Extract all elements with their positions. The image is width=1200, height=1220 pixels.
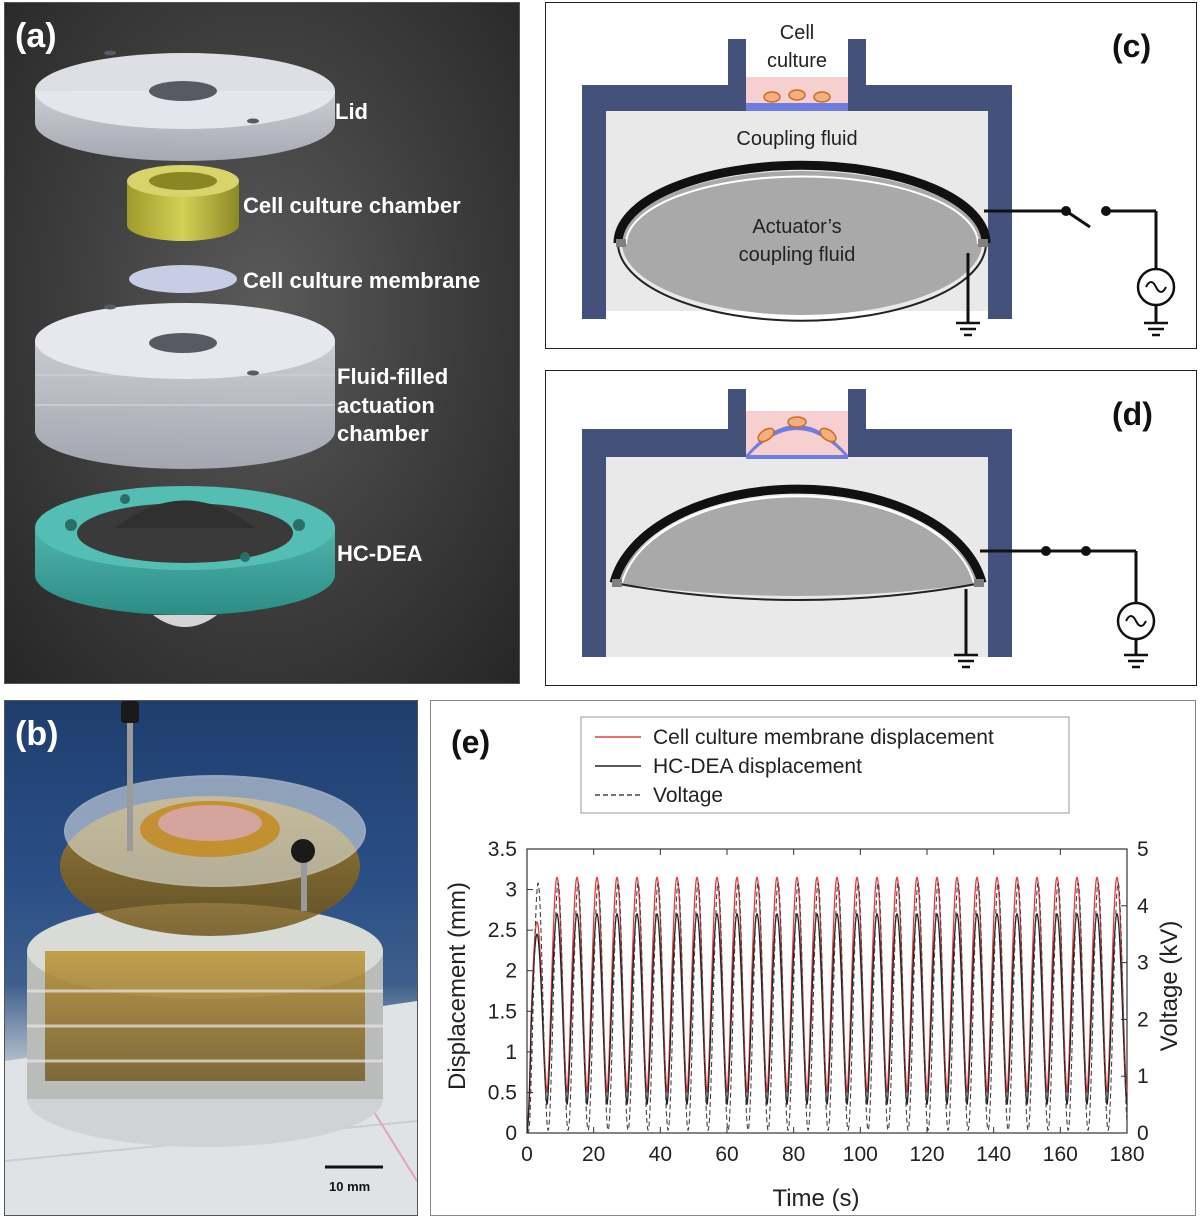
schematic-voltage-off: Cell culture Coupling fluid Actuator’s c… (582, 22, 1176, 337)
component-label-hc-dea: HC-DEA (337, 541, 423, 566)
cell-culture-label-1: Cell (780, 22, 814, 44)
y-tick-label: 3.5 (488, 838, 517, 861)
x-tick-label: 60 (715, 1143, 738, 1166)
y-tick-label: 0.5 (488, 1081, 517, 1104)
legend-entry: HC-DEA displacement (653, 755, 862, 778)
component-label-actuation-3: chamber (337, 421, 429, 446)
frame-right-d (848, 389, 1012, 657)
device-photo: 10 mm (b) (5, 701, 417, 1215)
cells-flat (763, 89, 831, 103)
x-tick-label: 120 (909, 1143, 944, 1166)
frame-right (848, 39, 1012, 319)
component-label-chamber: Cell culture chamber (243, 193, 461, 218)
y2-tick-label: 2 (1137, 1008, 1149, 1031)
ground-icon-right (1144, 321, 1168, 337)
hc-dea-part (35, 486, 335, 627)
x-tick-label: 40 (649, 1143, 672, 1166)
coupling-fluid-label: Coupling fluid (736, 128, 857, 150)
actuator-fluid-label-1: Actuator’s (752, 216, 841, 238)
panel-a-label: (a) (15, 17, 57, 55)
cell-culture-membrane-part (129, 265, 237, 293)
panel-d-label: (d) (1112, 396, 1153, 432)
y-tick-label: 1 (505, 1041, 517, 1064)
x-tick-label: 0 (521, 1143, 533, 1166)
membrane-flat (746, 103, 848, 111)
x-tick-label: 20 (582, 1143, 605, 1166)
panel-d-schematic-on: (d) (545, 370, 1197, 686)
y-tick-label: 0 (505, 1122, 517, 1145)
scale-bar-label: 10 mm (329, 1179, 370, 1194)
component-label-actuation-1: Fluid-filled (337, 364, 448, 389)
component-label-membrane: Cell culture membrane (243, 268, 480, 293)
y2-tick-label: 3 (1137, 952, 1149, 975)
y2-tick-label: 4 (1137, 895, 1149, 918)
y2-axis-title: Voltage (kV) (1156, 921, 1183, 1052)
cell-culture-chamber-part (127, 165, 239, 241)
schematic-voltage-on: (d) (582, 389, 1156, 669)
y-tick-label: 3 (505, 879, 517, 902)
y2-tick-label: 0 (1137, 1122, 1149, 1145)
panel-a-exploded-view: (a) Lid Cell culture chamber Cell cultur… (4, 2, 520, 684)
cell-culture-label-2: culture (767, 50, 827, 72)
x-tick-label: 180 (1109, 1143, 1144, 1166)
series-line-1 (526, 876, 1128, 1134)
chart-legend: Cell culture membrane displacementHC-DEA… (580, 716, 1070, 814)
x-tick-label: 140 (976, 1143, 1011, 1166)
component-label-lid: Lid (335, 99, 368, 124)
x-tick-label: 160 (1043, 1143, 1078, 1166)
component-label-actuation-2: actuation (337, 393, 435, 418)
frame-left (582, 39, 746, 319)
chart-series-group (526, 876, 1128, 1134)
ground-icon-left-d (954, 653, 978, 669)
plot-frame (526, 848, 1128, 1134)
y-tick-label: 2 (505, 960, 517, 983)
actuator-fluid (622, 171, 982, 315)
ground-icon-left (956, 321, 980, 337)
ground-icon-right-d (1124, 653, 1148, 669)
y-axis-title: Displacement (mm) (444, 882, 471, 1090)
y2-tick-label: 5 (1137, 838, 1149, 861)
panel-c-schematic-off: Cell culture Coupling fluid Actuator’s c… (545, 2, 1197, 349)
y-tick-label: 1.5 (488, 1000, 517, 1023)
actuator-fluid-d (616, 497, 980, 596)
series-line-2 (526, 912, 1128, 1134)
lid-part (35, 50, 335, 161)
panel-b-label: (b) (15, 715, 58, 753)
panel-e-label: (e) (451, 724, 490, 760)
x-axis-title: Time (s) (772, 1185, 859, 1212)
panel-b-photo: 10 mm (b) (4, 700, 418, 1216)
legend-entry: Voltage (653, 784, 723, 807)
frame-left-d (582, 389, 746, 657)
legend-box (580, 716, 1070, 814)
chart-plot-area (526, 848, 1128, 1134)
series-line-3 (526, 882, 1128, 1134)
actuation-chamber-part (35, 303, 335, 469)
exploded-view-drawing: (a) Lid Cell culture chamber Cell cultur… (15, 17, 480, 627)
legend-entry: Cell culture membrane displacement (653, 726, 994, 749)
cells-bulged (757, 416, 837, 443)
panel-c-label: (c) (1112, 28, 1151, 64)
x-tick-label: 100 (843, 1143, 878, 1166)
y-tick-label: 2.5 (488, 919, 517, 942)
actuator-fluid-label-2: coupling fluid (739, 244, 856, 266)
x-tick-label: 80 (782, 1143, 805, 1166)
y2-tick-label: 1 (1137, 1065, 1149, 1088)
